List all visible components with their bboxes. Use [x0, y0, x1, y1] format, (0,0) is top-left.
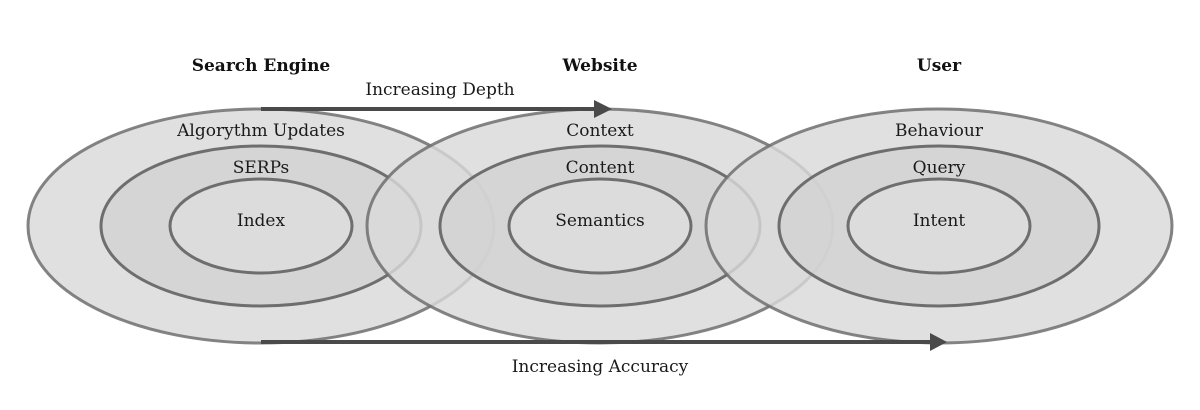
- ring-label-index: Index: [237, 211, 286, 231]
- increasing-accuracy-arrowhead: [930, 333, 947, 351]
- arrow-layer: [261, 100, 947, 351]
- ring-label-behaviour: Behaviour: [895, 121, 984, 141]
- ring-label-semantics: Semantics: [555, 211, 644, 231]
- group-user: [704, 107, 1174, 345]
- increasing-depth-arrowhead: [594, 100, 612, 118]
- website-inner-ring: [507, 177, 693, 275]
- ring-label-intent: Intent: [913, 211, 966, 231]
- ring-label-content: Content: [566, 158, 635, 178]
- ring-label-algorithm-updates: Algorythm Updates: [176, 121, 345, 141]
- header-website: Website: [561, 56, 637, 76]
- header-user: User: [917, 56, 962, 76]
- user-inner-ring: [846, 177, 1032, 275]
- increasing-accuracy-label: Increasing Accuracy: [512, 357, 689, 377]
- increasing-depth-label: Increasing Depth: [365, 80, 514, 100]
- ring-label-serps: SERPs: [233, 158, 290, 178]
- ring-label-query: Query: [913, 158, 966, 178]
- ring-label-context: Context: [566, 121, 634, 141]
- label-layer: Search Engine Website User Increasing De…: [176, 56, 984, 377]
- ellipse-layer: [26, 107, 1174, 345]
- header-search-engine: Search Engine: [192, 56, 331, 76]
- search-engine-inner-ring: [168, 177, 354, 275]
